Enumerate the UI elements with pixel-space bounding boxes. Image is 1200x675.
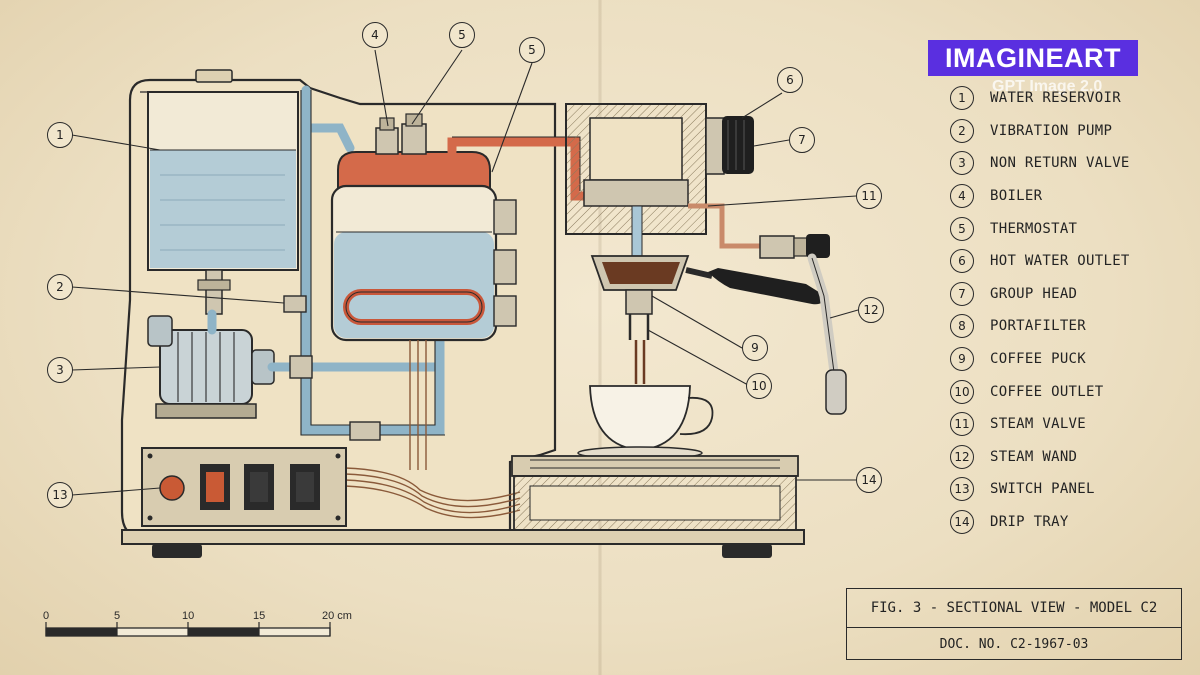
legend-item: 10 COFFEE OUTLET: [950, 375, 1190, 408]
legend-item: 9 COFFEE PUCK: [950, 343, 1190, 376]
legend-number: 5: [950, 216, 974, 241]
legend-label: BOILER: [990, 188, 1043, 205]
legend-item: 14 DRIP TRAY: [950, 506, 1190, 539]
legend-item: 2 VIBRATION PUMP: [950, 115, 1190, 148]
document-number: DOC. NO. C2-1967-03: [939, 636, 1089, 652]
legend-label: STEAM WAND: [990, 448, 1078, 465]
non-return-valve: [283, 295, 307, 313]
legend-number: 11: [950, 412, 974, 437]
legend-label: THERMOSTAT: [990, 220, 1078, 237]
legend-label: WATER RESERVOIR: [990, 90, 1121, 107]
callout-4: 4: [362, 22, 388, 48]
boiler: [330, 151, 498, 342]
scale-label-15: 15: [253, 610, 266, 622]
scale-label-20: 20 cm: [322, 610, 352, 622]
callout-9: 9: [742, 335, 768, 361]
legend-label: STEAM VALVE: [990, 416, 1087, 433]
scale-label-10: 10: [182, 610, 195, 622]
callout-13: 13: [47, 482, 73, 508]
figure-title: FIG. 3 - SECTIONAL VIEW - MODEL C2: [847, 589, 1181, 628]
legend-item: 1 WATER RESERVOIR: [950, 82, 1190, 115]
legend-label: COFFEE PUCK: [990, 351, 1087, 368]
scale-bar: [45, 622, 331, 637]
legend-number: 7: [950, 281, 974, 306]
callout-12: 12: [858, 297, 884, 323]
foot-right: [722, 544, 772, 558]
hot-water-knob: [722, 116, 754, 174]
legend-label: DRIP TRAY: [990, 514, 1069, 531]
callout-11: 11: [856, 183, 882, 209]
legend-number: 10: [950, 379, 974, 404]
portafilter-drawing: [590, 255, 823, 384]
legend-number: 12: [950, 444, 974, 469]
callout-6: 6: [777, 67, 803, 93]
legend-label: HOT WATER OUTLET: [990, 253, 1130, 270]
coffee-puck-drawing: [602, 262, 680, 284]
legend-item: 13 SWITCH PANEL: [950, 473, 1190, 506]
boiler-side-fittings: [493, 199, 517, 327]
steam-assembly: [688, 203, 847, 415]
group-head-housing: [565, 103, 754, 235]
legend-item: 6 HOT WATER OUTLET: [950, 245, 1190, 278]
legend-number: 1: [950, 86, 974, 111]
callout-14: 14: [856, 467, 882, 493]
legend-number: 14: [950, 510, 974, 535]
brand-logo: IMAGINEART: [928, 40, 1138, 76]
machine-base: [121, 529, 805, 545]
legend-label: NON RETURN VALVE: [990, 155, 1130, 172]
legend-item: 5 THERMOSTAT: [950, 212, 1190, 245]
switch-panel-drawing: [141, 447, 347, 527]
legend-label: COFFEE OUTLET: [990, 383, 1104, 400]
legend-number: 3: [950, 151, 974, 176]
callout-5-top: 5: [449, 22, 475, 48]
legend-item: 11 STEAM VALVE: [950, 408, 1190, 441]
legend-number: 6: [950, 249, 974, 274]
callout-10: 10: [746, 373, 772, 399]
legend-item: 8 PORTAFILTER: [950, 310, 1190, 343]
legend-label: VIBRATION PUMP: [990, 122, 1113, 139]
legend-number: 2: [950, 118, 974, 143]
brand-subtitle: GPT Image 2.0: [992, 78, 1103, 95]
callout-5-side: 5: [519, 37, 545, 63]
wiring-bundle: [344, 340, 521, 519]
callout-7: 7: [789, 127, 815, 153]
vibration-pump: [147, 315, 275, 419]
callout-3: 3: [47, 357, 73, 383]
legend-number: 8: [950, 314, 974, 339]
leader-lines: [71, 49, 859, 496]
scale-label-5: 5: [114, 610, 121, 622]
title-block: FIG. 3 - SECTIONAL VIEW - MODEL C2 DOC. …: [846, 588, 1182, 660]
legend-number: 9: [950, 347, 974, 372]
legend-number: 13: [950, 477, 974, 502]
foot-left: [152, 544, 202, 558]
parts-legend: 1 WATER RESERVOIR 2 VIBRATION PUMP 3 NON RE…: [950, 82, 1190, 538]
legend-item: 4 BOILER: [950, 180, 1190, 213]
reservoir-lid: [195, 69, 233, 83]
scale-label-0: 0: [43, 610, 50, 622]
legend-label: SWITCH PANEL: [990, 481, 1095, 498]
legend-item: 3 NON RETURN VALVE: [950, 147, 1190, 180]
boiler-top-fittings: [375, 113, 427, 155]
legend-item: 7 GROUP HEAD: [950, 278, 1190, 311]
legend-label: PORTAFILTER: [990, 318, 1087, 335]
legend-label: GROUP HEAD: [990, 285, 1078, 302]
callout-2: 2: [47, 274, 73, 300]
callout-1: 1: [47, 122, 73, 148]
legend-item: 12 STEAM WAND: [950, 441, 1190, 474]
legend-number: 4: [950, 184, 974, 209]
drip-tray-drawing: [511, 455, 799, 531]
reservoir-water: [150, 150, 296, 268]
coffee-cup: [577, 385, 714, 460]
